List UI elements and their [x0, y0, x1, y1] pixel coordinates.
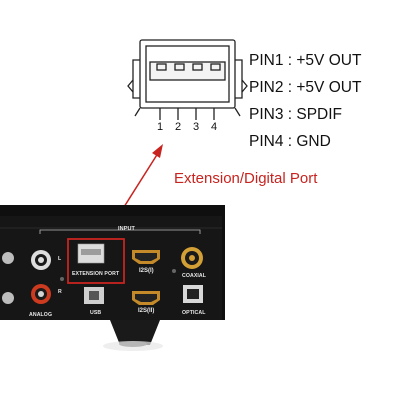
pin4-label: PIN4 : GND [249, 133, 331, 150]
input-title: INPUT [118, 226, 135, 232]
usb-b-port [84, 287, 104, 304]
optical-label: OPTICAL [182, 310, 206, 316]
channel-r-label: R [58, 289, 62, 295]
hdmi-ports [132, 250, 160, 305]
extension-port [67, 238, 125, 284]
pin3-label: PIN3 : SPDIF [249, 106, 343, 123]
usb-connector-drawing [127, 39, 248, 120]
coaxial-port [172, 247, 203, 273]
optical-port [183, 285, 203, 303]
extension-port-label: EXTENSION PORT [72, 271, 120, 277]
coaxial-label: COAXIAL [182, 273, 207, 279]
pin2-label: PIN2 : +5V OUT [249, 79, 362, 96]
usb-label: USB [90, 310, 102, 316]
highlight-box [67, 238, 125, 284]
callout-label: Extension/Digital Port [174, 170, 318, 187]
i2s-2-label: I2S(II) [138, 308, 155, 314]
pinout-list: PIN1 : +5V OUT PIN2 : +5V OUT PIN3 : SPD… [249, 50, 361, 158]
pin-number-2: 2 [174, 121, 182, 133]
pin-number-3: 3 [192, 121, 200, 133]
channel-l-label: L [58, 256, 62, 262]
pin-number-4: 4 [210, 121, 218, 133]
analog-connectors [2, 250, 64, 304]
pin-number-1: 1 [156, 121, 164, 133]
pin1-label: PIN1 : +5V OUT [249, 52, 362, 69]
i2s-1-label: I2S(I) [139, 268, 154, 274]
device-chassis [0, 205, 225, 351]
analog-label: ANALOG [29, 312, 53, 318]
